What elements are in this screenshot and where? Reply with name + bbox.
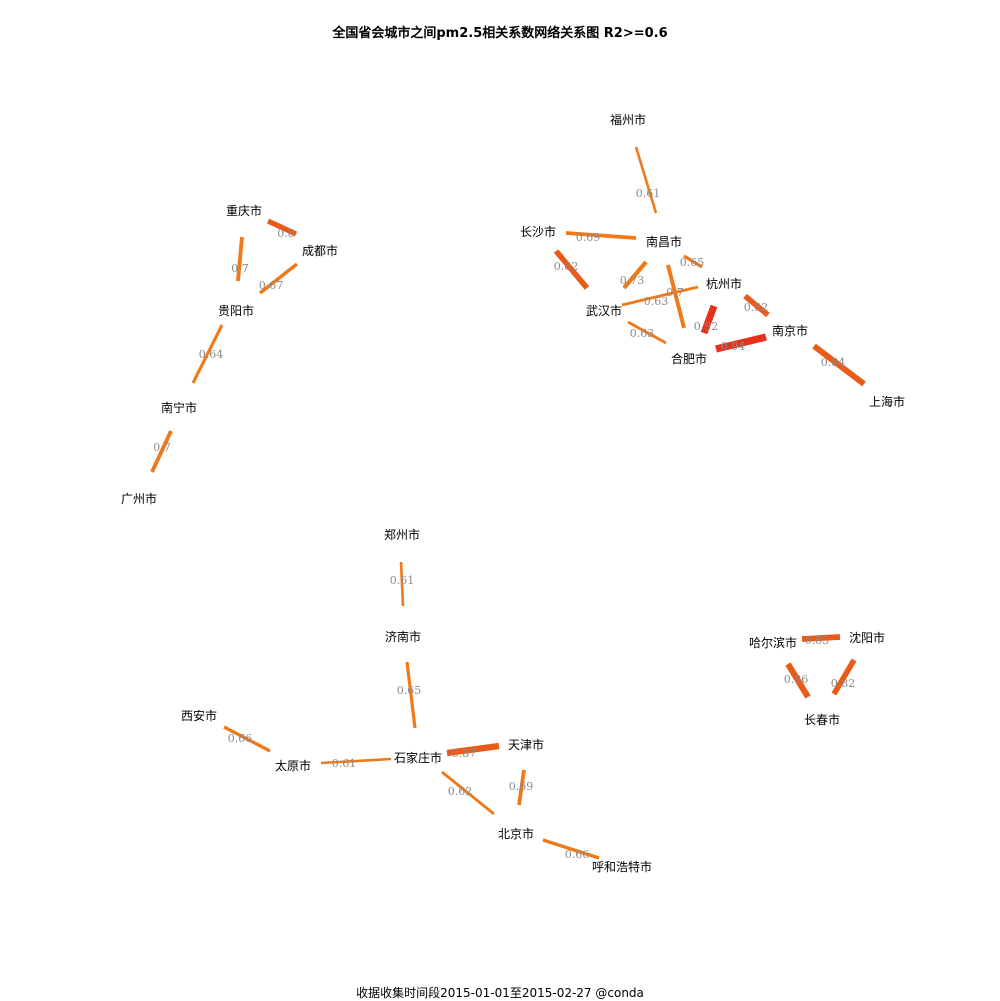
node-wuhan: 武汉市	[586, 303, 622, 318]
edge-label-changsha-nanchang: 0.69	[576, 231, 601, 244]
edge-label-changsha-wuhan: 0.82	[554, 260, 579, 273]
edge-labels-layer: 0.610.690.820.730.650.70.630.630.920.820…	[153, 187, 855, 861]
node-shanghai: 上海市	[869, 394, 905, 409]
edge-chengdu-guiyang	[258, 262, 299, 295]
edges-layer	[150, 146, 866, 860]
edge-changsha-wuhan	[553, 249, 590, 290]
node-guangzhou: 广州市	[121, 491, 157, 506]
node-zhengzhou: 郑州市	[384, 527, 420, 542]
node-beijing: 北京市	[498, 826, 534, 841]
edge-haerbin-shenyang	[801, 634, 841, 642]
node-nanning: 南宁市	[161, 400, 197, 415]
node-xian: 西安市	[181, 708, 217, 723]
edge-hangzhou-hefei	[700, 304, 718, 335]
edge-nanning-guangzhou	[150, 430, 173, 473]
edge-label-jinan-shijiazhuang: 0.65	[397, 684, 422, 697]
edge-nanchang-hefei	[666, 264, 686, 329]
node-jinan: 济南市	[385, 629, 421, 644]
node-tianjin: 天津市	[508, 737, 544, 752]
edge-wuhan-hefei	[627, 320, 667, 345]
edge-label-chongqing-guiyang: 0.7	[231, 262, 249, 275]
edge-fuzhou-nanchang	[634, 146, 658, 214]
edge-haerbin-changchun	[785, 662, 811, 699]
node-hangzhou: 杭州市	[706, 276, 742, 291]
edge-shenyang-changchun	[831, 658, 857, 696]
node-nanjing: 南京市	[772, 323, 808, 338]
edge-jinan-shijiazhuang	[405, 661, 417, 729]
edge-xian-taiyuan	[223, 725, 271, 753]
node-haerbin: 哈尔滨市	[749, 635, 797, 650]
edge-label-chengdu-guiyang: 0.67	[259, 279, 284, 292]
edge-label-nanchang-wuhan: 0.73	[620, 274, 645, 287]
edge-label-zhengzhou-jinan: 0.61	[390, 574, 415, 587]
edge-nanchang-wuhan	[622, 260, 648, 290]
edge-label-chongqing-chengdu: 0.8	[277, 227, 295, 240]
edge-label-shenyang-changchun: 0.82	[831, 677, 856, 690]
edge-label-hefei-nanjing: 0.94	[721, 340, 746, 353]
footer-note: 收据收集时间段2015-01-01至2015-02-27 @conda	[356, 986, 644, 1000]
edge-label-fuzhou-nanchang: 0.61	[636, 187, 661, 200]
edge-hangzhou-nanjing	[743, 293, 770, 318]
edge-label-nanchang-hangzhou: 0.65	[680, 256, 705, 269]
edge-nanchang-hangzhou	[683, 254, 703, 269]
edge-label-nanjing-shanghai: 0.84	[821, 356, 846, 369]
node-chongqing: 重庆市	[226, 203, 262, 218]
edge-shijiazhuang-beijing	[441, 770, 495, 816]
edge-chongqing-chengdu	[266, 218, 298, 237]
node-guiyang: 贵阳市	[218, 303, 254, 318]
edge-label-beijing-huhehaote: 0.66	[565, 848, 590, 861]
edge-label-haerbin-changchun: 0.86	[784, 673, 809, 686]
node-nanchang: 南昌市	[646, 234, 682, 249]
edge-wuhan-hangzhou	[621, 285, 699, 307]
edge-taiyuan-shijiazhuang	[320, 757, 392, 765]
node-shijiazhuang: 石家庄市	[394, 750, 442, 765]
node-taiyuan: 太原市	[275, 758, 311, 773]
edge-label-shijiazhuang-beijing: 0.62	[448, 785, 473, 798]
edge-label-guiyang-nanning: 0.64	[199, 348, 224, 361]
edge-label-haerbin-shenyang: 0.83	[805, 634, 830, 647]
edge-guiyang-nanning	[191, 324, 224, 384]
edge-label-tianjin-beijing: 0.69	[509, 780, 534, 793]
node-chengdu: 成都市	[302, 243, 338, 258]
node-fuzhou: 福州市	[610, 112, 646, 127]
edge-label-wuhan-hefei: 0.63	[630, 327, 655, 340]
edge-tianjin-beijing	[517, 769, 526, 806]
edge-label-wuhan-hangzhou: 0.63	[644, 295, 669, 308]
node-changchun: 长春市	[804, 712, 840, 727]
edge-label-shijiazhuang-tianjin: 0.87	[452, 747, 477, 760]
chart-title: 全国省会城市之间pm2.5相关系数网络关系图 R2>=0.6	[332, 26, 668, 41]
edge-label-taiyuan-shijiazhuang: 0.61	[332, 757, 357, 770]
edge-shijiazhuang-tianjin	[446, 742, 500, 757]
edge-label-nanning-guangzhou: 0.7	[153, 441, 171, 454]
edge-changsha-nanchang	[565, 231, 637, 240]
edge-zhengzhou-jinan	[399, 561, 405, 607]
edge-label-xian-taiyuan: 0.66	[228, 732, 253, 745]
edge-nanjing-shanghai	[812, 343, 866, 387]
edge-label-hangzhou-hefei: 0.92	[694, 320, 719, 333]
edge-beijing-huhehaote	[542, 838, 600, 860]
edge-chongqing-guiyang	[236, 236, 244, 282]
node-changsha: 长沙市	[520, 224, 556, 239]
edge-label-nanchang-hefei: 0.7	[666, 286, 684, 299]
edge-hefei-nanjing	[715, 333, 767, 353]
node-huhehaote: 呼和浩特市	[592, 859, 652, 874]
node-shenyang: 沈阳市	[849, 630, 885, 645]
edge-label-hangzhou-nanjing: 0.82	[744, 301, 769, 314]
node-hefei: 合肥市	[671, 351, 707, 366]
